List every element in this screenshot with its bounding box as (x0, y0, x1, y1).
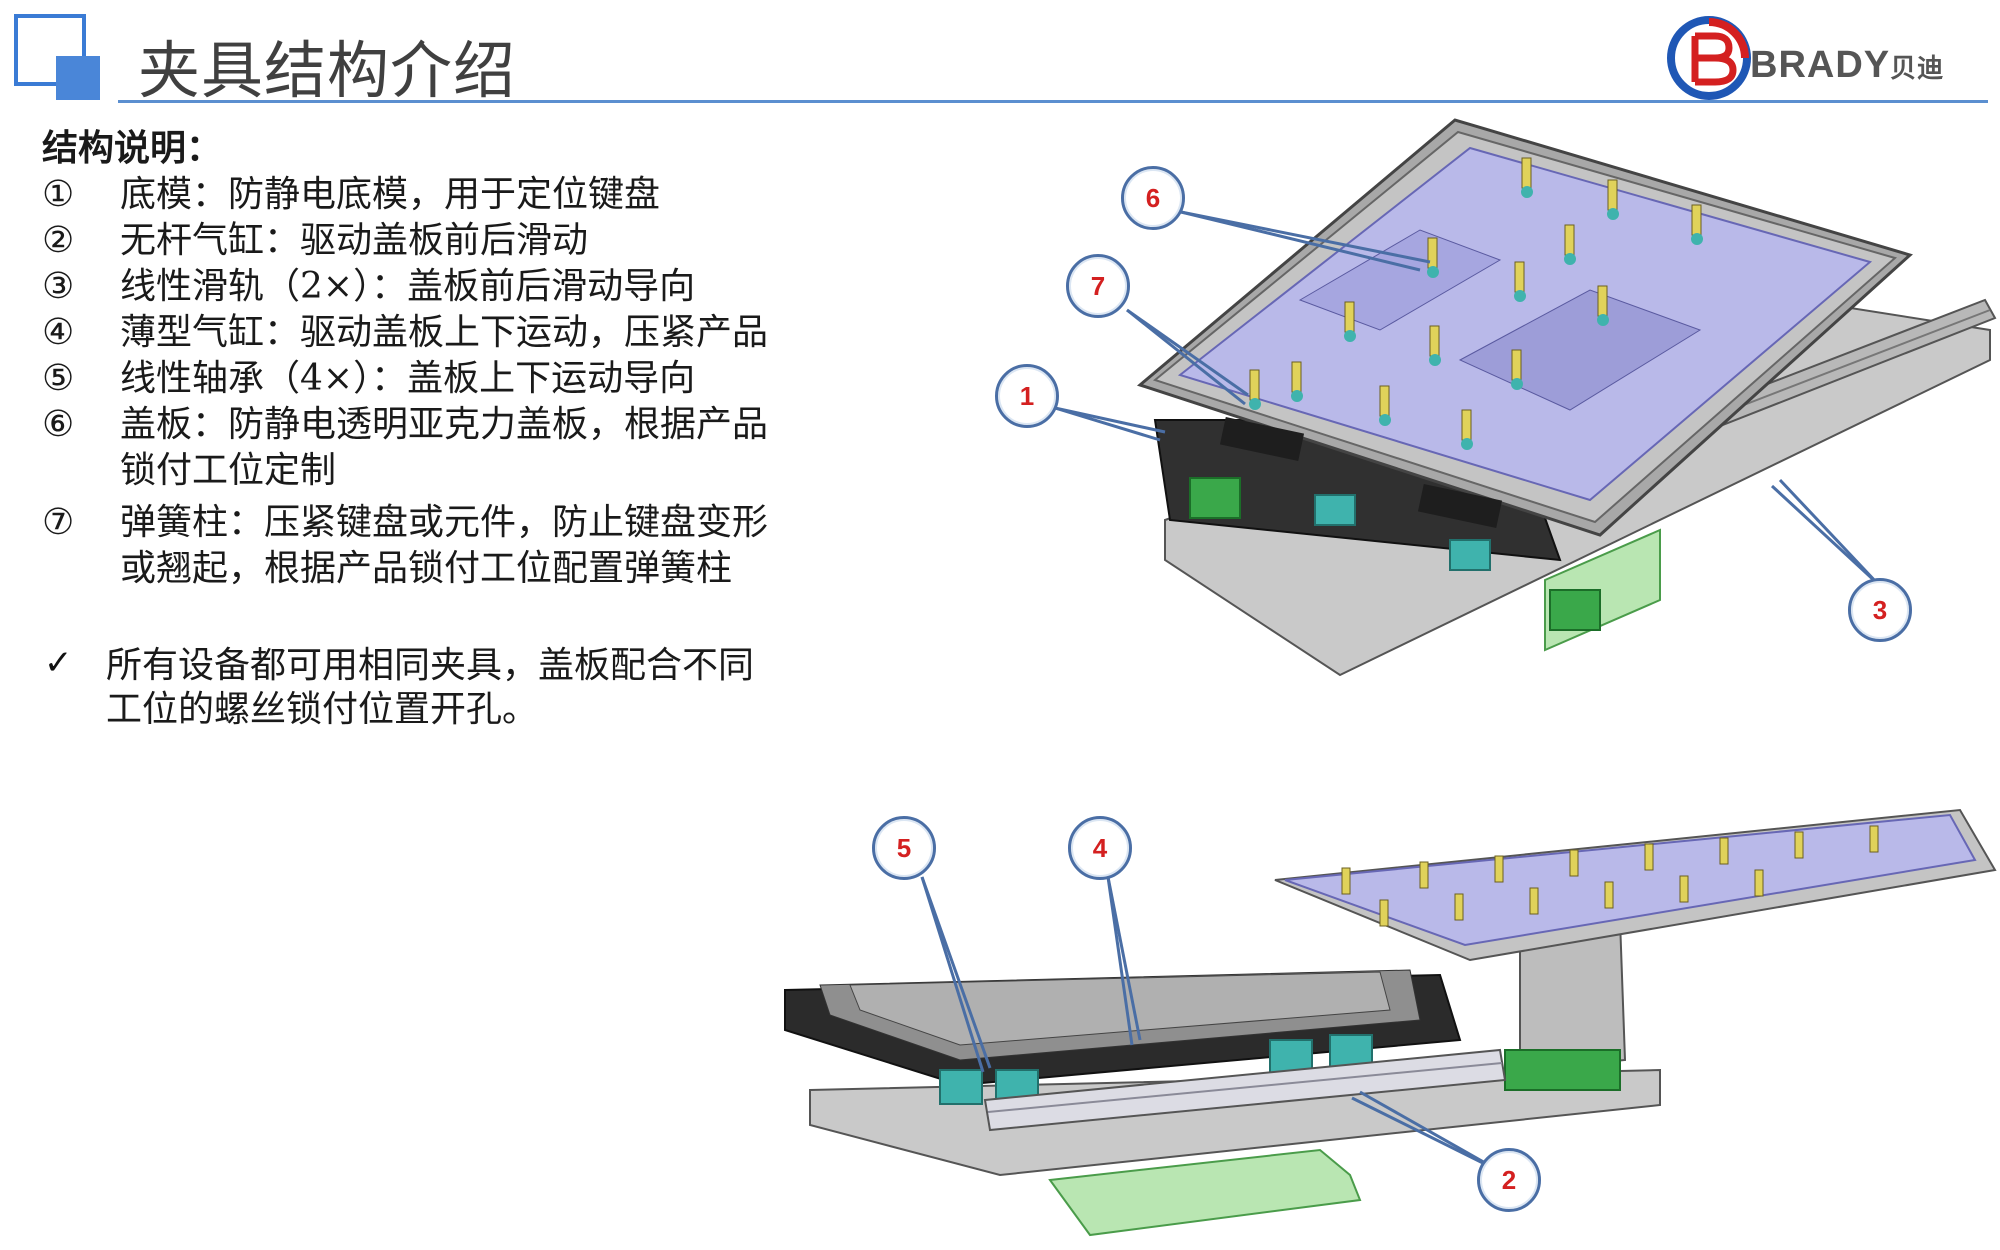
brand-name-cn: 贝迪 (1890, 53, 1945, 83)
item-text-cont: 锁付工位定制 (120, 450, 337, 491)
item-text: 线性轴承（4×）：盖板上下运动导向 (120, 358, 696, 399)
callout-2: 2 (1477, 1148, 1541, 1212)
list-item: ① 底模：防静电底模，用于定位键盘 (42, 172, 660, 218)
list-item: ⑥ 盖板：防静电透明亚克力盖板，根据产品 锁付工位定制 (42, 402, 768, 494)
callout-6: 6 (1121, 166, 1185, 230)
list-item: ② 无杆气缸：驱动盖板前后滑动 (42, 218, 588, 264)
brand-name: BRADY (1750, 44, 1891, 86)
callout-4: 4 (1068, 816, 1132, 880)
header-logo-mark (14, 14, 100, 100)
list-item: ③ 线性滑轨（2×）：盖板前后滑动导向 (42, 264, 695, 310)
bottom-fixture-assembly (784, 808, 1997, 1237)
item-text-cont: 或翘起，根据产品锁付工位配置弹簧柱 (120, 548, 733, 589)
item-number: ⑥ (42, 404, 75, 445)
callout-leaders (920, 210, 1880, 1175)
brady-emblem-icon (1667, 16, 1751, 100)
check-icon: ✓ (44, 643, 73, 683)
callout-1: 1 (995, 364, 1059, 428)
page-title: 夹具结构介绍 (138, 34, 517, 107)
note-text: 所有设备都可用相同夹具，盖板配合不同 工位的螺丝锁付位置开孔。 (106, 644, 754, 732)
list-item: ⑦ 弹簧柱：压紧键盘或元件，防止键盘变形 或翘起，根据产品锁付工位配置弹簧柱 (42, 500, 768, 592)
structure-heading: 结构说明： (42, 128, 223, 169)
item-text: 无杆气缸：驱动盖板前后滑动 (120, 220, 589, 261)
item-number: ⑤ (42, 358, 75, 399)
callout-7: 7 (1066, 254, 1130, 318)
item-text: 薄型气缸：驱动盖板上下运动，压紧产品 (120, 312, 769, 353)
brand-logo: BRADY贝迪 (1665, 12, 1995, 102)
note-line: 工位的螺丝锁付位置开孔。 (106, 689, 539, 730)
item-text: 弹簧柱：压紧键盘或元件，防止键盘变形 (120, 502, 769, 543)
item-text: 线性滑轨（2×）：盖板前后滑动导向 (120, 266, 696, 307)
callout-3: 3 (1848, 578, 1912, 642)
list-item: ④ 薄型气缸：驱动盖板上下运动，压紧产品 (42, 310, 768, 356)
item-number: ④ (42, 312, 75, 353)
item-text: 底模：防静电底模，用于定位键盘 (120, 174, 661, 215)
item-number: ② (42, 220, 75, 261)
item-number: ⑦ (42, 502, 75, 543)
callout-5: 5 (872, 816, 936, 880)
item-number: ① (42, 174, 75, 215)
item-text: 盖板：防静电透明亚克力盖板，根据产品 (120, 404, 769, 445)
top-fixture-assembly (1136, 118, 1997, 677)
item-number: ③ (42, 266, 75, 307)
list-item: ⑤ 线性轴承（4×）：盖板上下运动导向 (42, 356, 695, 402)
title-divider (118, 100, 1988, 103)
note-line: 所有设备都可用相同夹具，盖板配合不同 (106, 645, 755, 686)
